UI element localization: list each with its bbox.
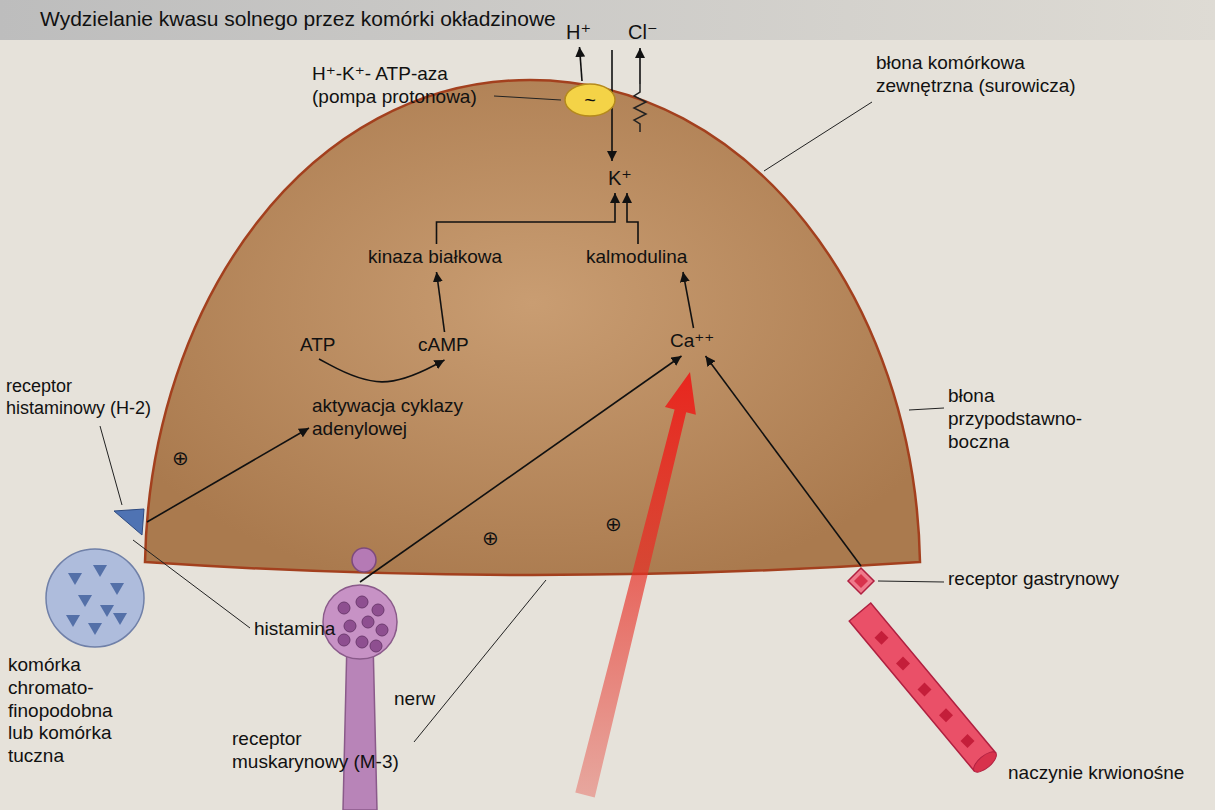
- chloride-channel: [634, 84, 646, 132]
- molecule-label: cAMP: [418, 334, 471, 357]
- node-text: aktywacja cyklazy adenylowej: [312, 395, 484, 441]
- parietal-cell: [145, 80, 920, 575]
- ion-label: Ca⁺⁺: [670, 330, 717, 353]
- node-text: nerw: [394, 688, 435, 711]
- node-text: kinaza białkowa: [368, 246, 505, 269]
- signal-arrow: [437, 193, 616, 244]
- title-band: [0, 0, 1215, 40]
- node-shape: [113, 508, 145, 536]
- molecule-label: ATP: [300, 334, 338, 357]
- node-text: H⁺: [566, 20, 593, 44]
- histamine-receptor: receptor histaminowy (H-2): [113, 508, 145, 536]
- diagram-title: Wydzielanie kwasu solnego przez komórki …: [40, 7, 556, 31]
- chloride-arrow: [639, 48, 641, 84]
- process-label: aktywacja cyklazy adenylowej: [312, 395, 484, 441]
- node-text: komórka chromato- finopodobna lub komórk…: [8, 654, 128, 768]
- node-text: H⁺-K⁺- ATP-aza (pompa protonowa): [312, 63, 490, 109]
- blood-vessel: naczynie krwionośne: [840, 592, 1000, 777]
- ion-label: K⁺: [608, 166, 634, 190]
- signal-arrow: [319, 359, 445, 382]
- node-text: receptor histaminowy (H-2): [6, 376, 158, 419]
- signal-arrow: [360, 356, 682, 582]
- plus-sign: ⊕: [482, 526, 499, 550]
- node-text: cAMP: [418, 334, 471, 357]
- proton-pump: ~H⁺-K⁺- ATP-aza (pompa protonowa): [564, 83, 616, 117]
- signal-arrow: [147, 428, 309, 522]
- plus-sign: ⊕: [605, 512, 622, 536]
- signal-arrow: [437, 272, 445, 332]
- membrane-label: błona przypodstawno- boczna: [948, 385, 1098, 453]
- protein-label: kalmodulina: [586, 246, 690, 269]
- plus-sign: ⊕: [172, 446, 189, 470]
- ion-label: H⁺: [566, 20, 593, 44]
- node-text: ATP: [300, 334, 338, 357]
- node-text: kalmodulina: [586, 246, 690, 269]
- node-text: ~: [564, 83, 616, 117]
- ion-label: Cl⁻: [628, 20, 660, 44]
- membrane-label: błona komórkowa zewnętrzna (surowicza): [876, 52, 1116, 98]
- node-text: naczynie krwionośne: [1008, 762, 1184, 785]
- leader-lines: [100, 96, 944, 742]
- ecl-cell: komórka chromato- finopodobna lub komórk…: [45, 548, 145, 648]
- node-text: receptor gastrynowy: [948, 568, 1119, 591]
- node-shape: [848, 568, 874, 594]
- calcium-influx-arrow: [575, 372, 696, 797]
- part-label: histamina: [254, 618, 335, 641]
- node-text: Ca⁺⁺: [670, 330, 717, 353]
- gastrin-receptor: receptor gastrynowy: [848, 568, 874, 594]
- signal-arrow: [683, 272, 694, 328]
- muscarinic-receptor: [352, 548, 376, 572]
- part-label: receptor muskarynowy (M-3): [232, 728, 412, 774]
- node-text: K⁺: [608, 166, 634, 190]
- nerve-axon: [343, 640, 377, 810]
- signal-arrow: [580, 47, 583, 81]
- signal-arrow: [627, 193, 638, 244]
- signal-arrow: [706, 356, 862, 566]
- node-shape: [45, 548, 145, 648]
- enzyme-label: kinaza białkowa: [368, 246, 505, 269]
- node-shape: [840, 592, 1000, 777]
- node-text: Cl⁻: [628, 20, 660, 44]
